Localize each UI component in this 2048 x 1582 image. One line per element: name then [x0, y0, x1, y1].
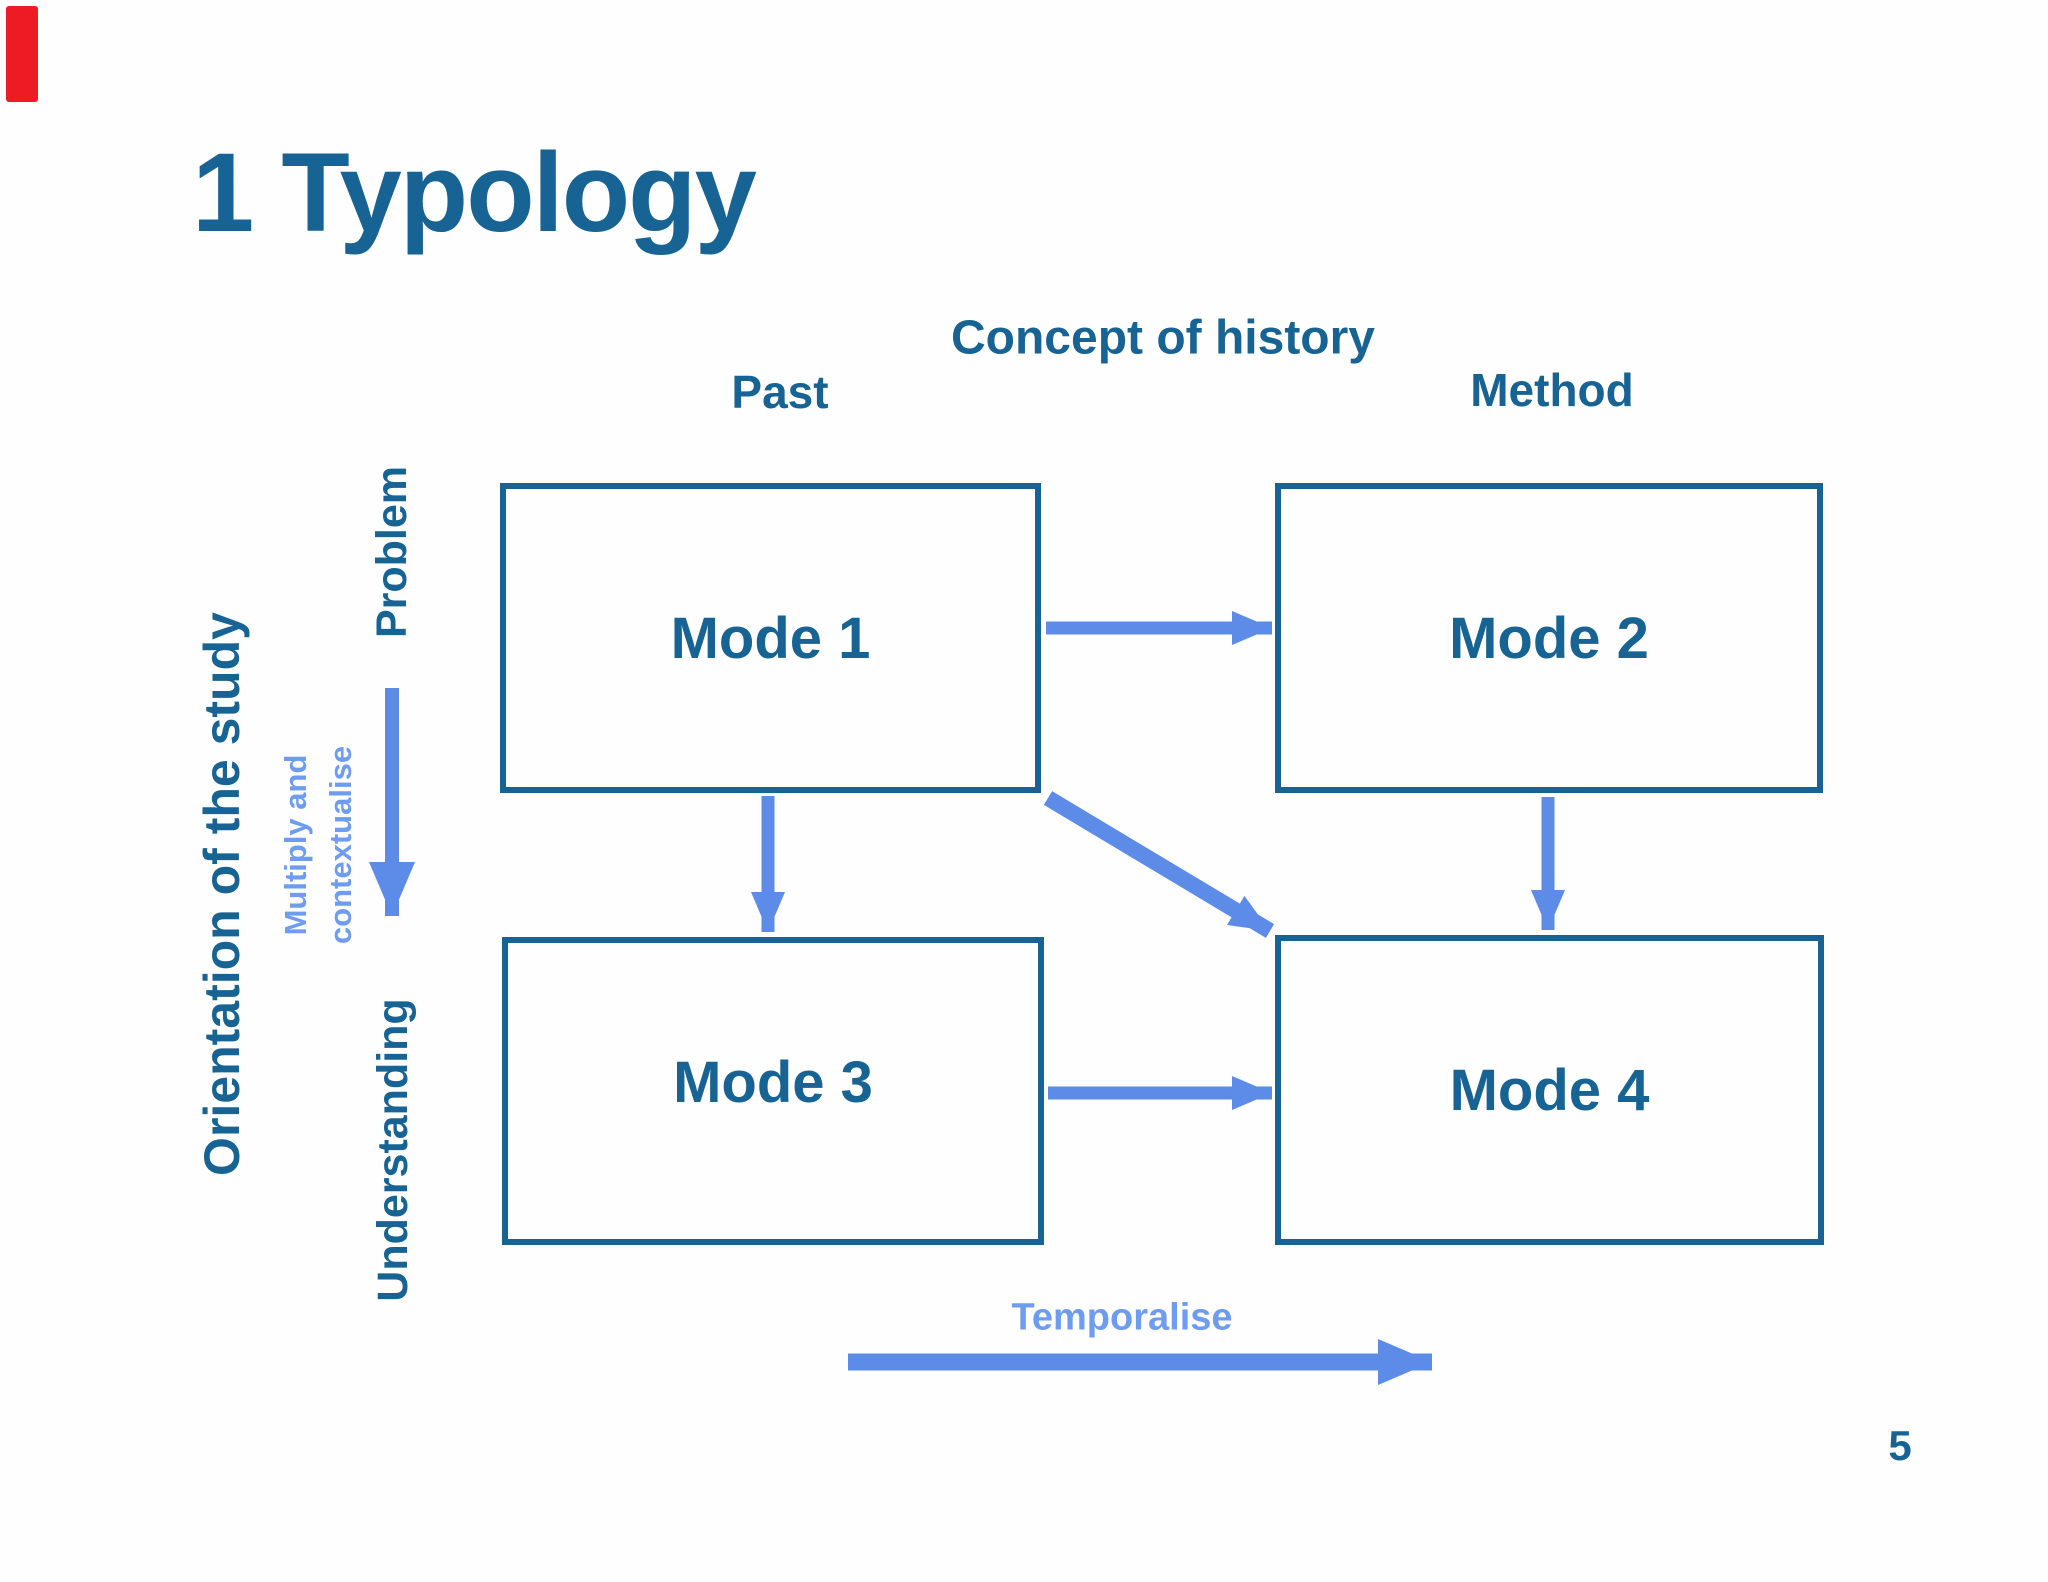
mode-1-box: Mode 1 [500, 483, 1041, 793]
red-marker [6, 6, 38, 102]
left-axis-label-problem: Problem [368, 465, 416, 639]
mode-3-label: Mode 3 [673, 1049, 873, 1115]
multiply-label-line2: contextualise [323, 745, 358, 945]
page-number: 5 [1888, 1422, 1912, 1469]
mode-4-box: Mode 4 [1275, 935, 1824, 1245]
slide-title: 1 Typology [192, 130, 757, 255]
mode-2-label: Mode 2 [1449, 605, 1649, 671]
mode-3-box: Mode 3 [502, 937, 1044, 1245]
arrow-mode1-to-mode4-diagonal [1043, 791, 1275, 938]
mode-4-label: Mode 4 [1449, 1057, 1650, 1123]
multiply-contextualise-label: Multiply and contextualise [273, 695, 363, 995]
top-axis-label-past: Past [731, 366, 829, 418]
mode-1-label: Mode 1 [670, 605, 871, 671]
mode-2-box: Mode 2 [1275, 483, 1823, 793]
left-axis-title: Orientation of the study [194, 612, 250, 1176]
top-axis-label-method: Method [1470, 364, 1634, 416]
left-axis-label-understanding: Understanding [369, 998, 417, 1302]
multiply-label-line1: Multiply and [278, 754, 313, 936]
top-axis-title: Concept of history [950, 311, 1376, 365]
temporalise-label: Temporalise [1011, 1296, 1233, 1339]
